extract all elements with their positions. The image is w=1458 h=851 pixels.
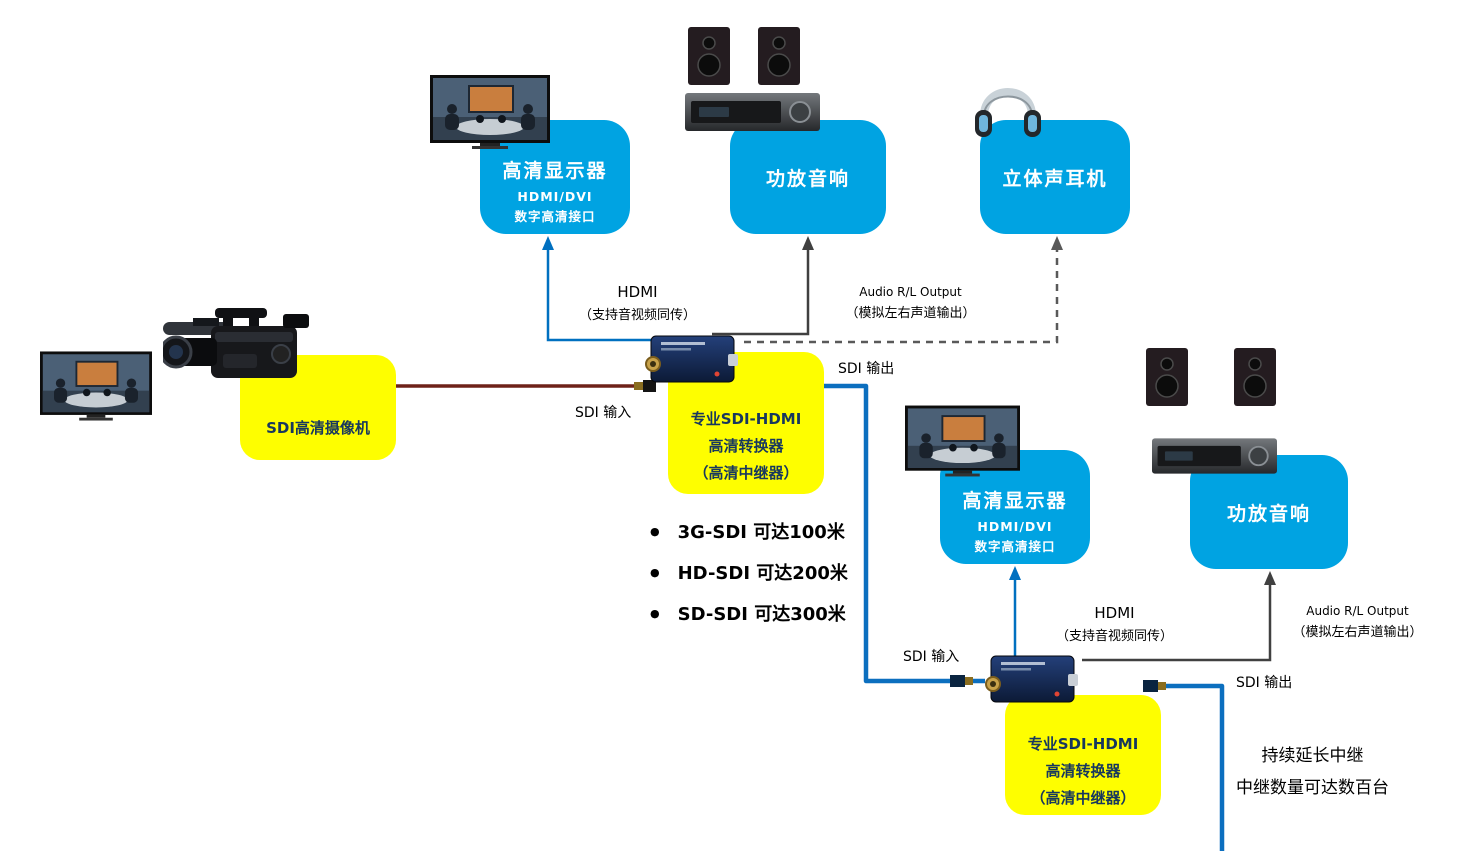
node-subtitle: 数字高清接口 (974, 539, 1056, 554)
conference-monitor-image (430, 75, 550, 149)
relay-note-line2: 中继数量可达数百台 (1236, 778, 1389, 798)
node-title: 功放音响 (1226, 502, 1311, 525)
label-hdmi-bottom-en: HDMI (1094, 604, 1135, 622)
bullet-icon: ● (650, 606, 660, 620)
label-sdi-in-bottom: SDI 输入 (903, 649, 960, 665)
list-item-text: 3G-SDI 可达100米 (677, 522, 845, 543)
label-hdmi-top-en: HDMI (617, 283, 658, 301)
node-line: 专业SDI-HDMI (1027, 735, 1139, 753)
node-subtitle: 数字高清接口 (514, 209, 596, 224)
conference-monitor-image (905, 405, 1020, 477)
node-subtitle: HDMI/DVI (517, 189, 593, 204)
list-item: ● HD-SDI 可达200米 (650, 559, 848, 585)
relay-note: 持续延长中继 中继数量可达数百台 (1205, 740, 1420, 804)
converter-device-image (985, 648, 1080, 710)
list-item-text: HD-SDI 可达200米 (677, 563, 848, 584)
label-audio-top: Audio R/L Output （模拟左右声道输出） (828, 285, 993, 321)
node-amplifier-right: 功放音响 (1190, 455, 1348, 569)
node-subtitle: HDMI/DVI (977, 519, 1053, 534)
camera-image (163, 296, 313, 401)
node-line: （高清中继器） (693, 464, 799, 482)
label-hdmi-bottom-zh: （支持音视频同传） (1055, 629, 1173, 644)
node-headphones: 立体声耳机 (980, 120, 1130, 234)
list-item: ● SD-SDI 可达300米 (650, 600, 848, 626)
speaker-image (758, 27, 800, 85)
relay-note-line1: 持续延长中继 (1261, 746, 1364, 766)
label-audio-bottom-zh: （模拟左右声道输出） (1292, 625, 1423, 640)
label-audio-bottom-en: Audio R/L Output (1306, 604, 1409, 618)
conference-monitor-image (40, 350, 152, 422)
node-converter-relay: 专业SDI-HDMI 高清转换器 （高清中继器） (1005, 695, 1161, 815)
label-sdi-out-bottom: SDI 输出 (1236, 675, 1293, 691)
node-title: 功放音响 (765, 167, 850, 190)
node-line: （高清中继器） (1030, 789, 1136, 807)
list-item-text: SD-SDI 可达300米 (677, 604, 846, 625)
amplifier-image (685, 93, 820, 131)
node-line: 高清转换器 (708, 437, 784, 455)
node-title: 高清显示器 (502, 160, 608, 182)
node-title: 立体声耳机 (1002, 167, 1108, 190)
sdi-distance-list: ● 3G-SDI 可达100米 ● HD-SDI 可达200米 ● SD-SDI… (650, 518, 848, 626)
node-title: SDI高清摄像机 (266, 419, 370, 437)
label-hdmi-bottom: HDMI （支持音视频同传） (1032, 604, 1197, 644)
node-line: 专业SDI-HDMI (690, 410, 802, 428)
list-item: ● 3G-SDI 可达100米 (650, 518, 848, 544)
bullet-icon: ● (650, 565, 660, 579)
bullet-icon: ● (650, 524, 660, 538)
label-audio-top-zh: （模拟左右声道输出） (845, 306, 976, 321)
amplifier-image (1152, 438, 1277, 474)
label-sdi-out-top: SDI 输出 (838, 361, 895, 377)
converter-device-image (645, 328, 740, 390)
speaker-image (1146, 348, 1188, 406)
label-audio-top-en: Audio R/L Output (859, 285, 962, 299)
label-hdmi-top-zh: （支持音视频同传） (578, 308, 696, 323)
speaker-image (688, 27, 730, 85)
label-hdmi-top: HDMI （支持音视频同传） (555, 283, 720, 323)
node-amplifier-top: 功放音响 (730, 120, 886, 234)
speaker-image (1234, 348, 1276, 406)
node-line: 高清转换器 (1045, 762, 1121, 780)
headphones-image (972, 72, 1044, 142)
node-title: 高清显示器 (962, 490, 1068, 512)
label-sdi-in-top: SDI 输入 (575, 405, 632, 421)
label-audio-bottom: Audio R/L Output （模拟左右声道输出） (1275, 604, 1440, 640)
